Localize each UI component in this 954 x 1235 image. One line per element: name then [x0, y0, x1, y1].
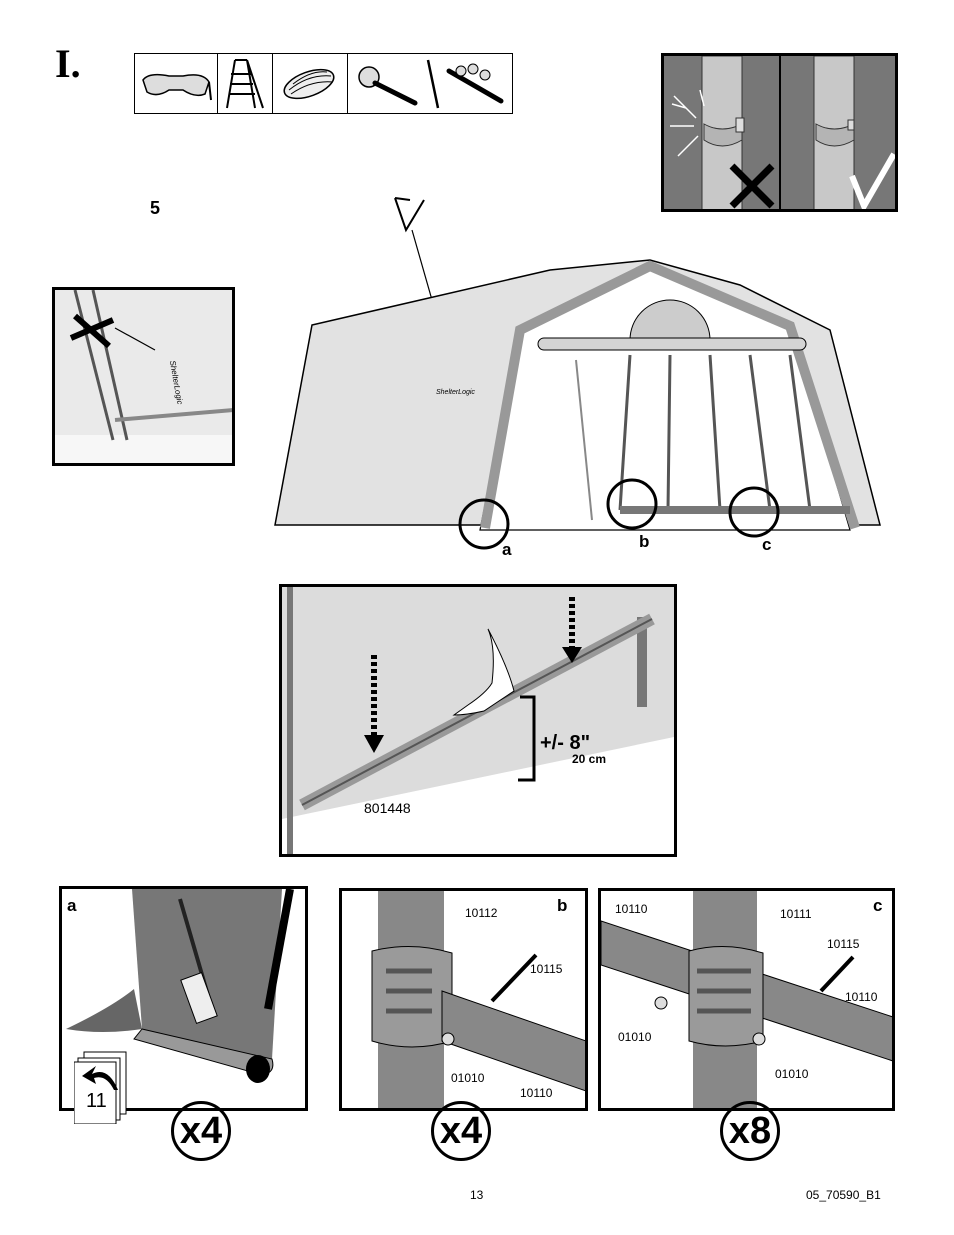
callout-a: a: [502, 540, 512, 559]
multiplier-b: x4: [431, 1101, 491, 1161]
step-label: I.: [55, 41, 81, 86]
socket-set-icon: [446, 63, 504, 103]
mark-five: 5: [150, 198, 161, 218]
panel-cover-pull-down: [279, 584, 677, 857]
callout-b: b: [639, 532, 650, 551]
detail-b-label: b: [557, 896, 568, 915]
part-01010-c: 01010: [775, 1067, 809, 1081]
page-number: 13: [470, 1188, 484, 1202]
document-code: 05_70590_B1: [806, 1188, 881, 1202]
part-10111: 10111: [780, 907, 812, 921]
inset-logo-placement-wrong: ShelterLogic: [52, 287, 235, 466]
part-10115-b: 10115: [530, 962, 563, 976]
part-10112: 10112: [465, 906, 498, 920]
callout-c: c: [762, 535, 772, 554]
multiplier-a: x4: [171, 1101, 231, 1161]
detail-a-label: a: [67, 896, 77, 915]
brand-logo: ShelterLogic: [436, 389, 475, 396]
part-number-801448: 801448: [364, 800, 411, 816]
inset-bolt-tightness: [661, 53, 898, 212]
part-10110-b: 10110: [520, 1086, 553, 1100]
wrench-and-socket-cell: [348, 54, 512, 113]
part-10110-c: 10110: [845, 990, 878, 1004]
divider-slash-icon: [426, 59, 440, 108]
wrench-icon: [358, 65, 418, 105]
measure-imperial: +/- 8": [540, 732, 591, 754]
rope-icon: [273, 54, 349, 113]
part-01010-c-left: 01010: [618, 1030, 652, 1044]
shelter-overview: ShelterLogic: [270, 180, 890, 560]
page-ref-booklet-icon: [74, 1050, 130, 1124]
part-01010-b: 01010: [451, 1071, 485, 1085]
page-ref-number: 11: [86, 1090, 107, 1112]
tools-strip: [134, 53, 513, 114]
measure-metric: 20 cm: [572, 752, 607, 766]
panel-detail-a: [59, 886, 308, 1111]
part-10115-c: 10115: [827, 937, 860, 951]
panel-detail-b: [339, 888, 588, 1111]
detail-c-label: c: [873, 896, 883, 915]
ladder-icon: [218, 54, 273, 113]
multiplier-c: x8: [720, 1101, 780, 1161]
part-10110-c-top: 10110: [615, 902, 648, 916]
panel-detail-c: [598, 888, 895, 1111]
safety-glasses-icon: [135, 54, 218, 113]
